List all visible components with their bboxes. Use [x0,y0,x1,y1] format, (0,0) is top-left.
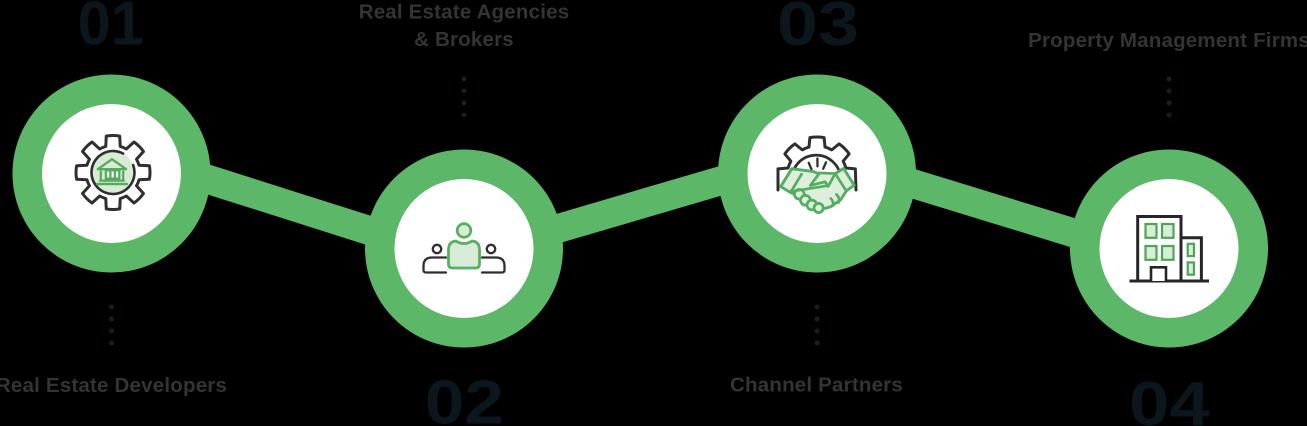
svg-text:& Brokers: & Brokers [414,28,514,51]
svg-text:04: 04 [1129,370,1210,426]
svg-text:Channel Partners: Channel Partners [730,373,903,396]
svg-text:Property Management Firms: Property Management Firms [1028,29,1307,52]
svg-text:02: 02 [425,368,504,426]
svg-text:03: 03 [777,0,859,59]
svg-text:Real Estate Agencies: Real Estate Agencies [359,1,570,24]
svg-text:Real Estate Developers: Real Estate Developers [0,374,227,397]
svg-text:01: 01 [78,0,144,59]
